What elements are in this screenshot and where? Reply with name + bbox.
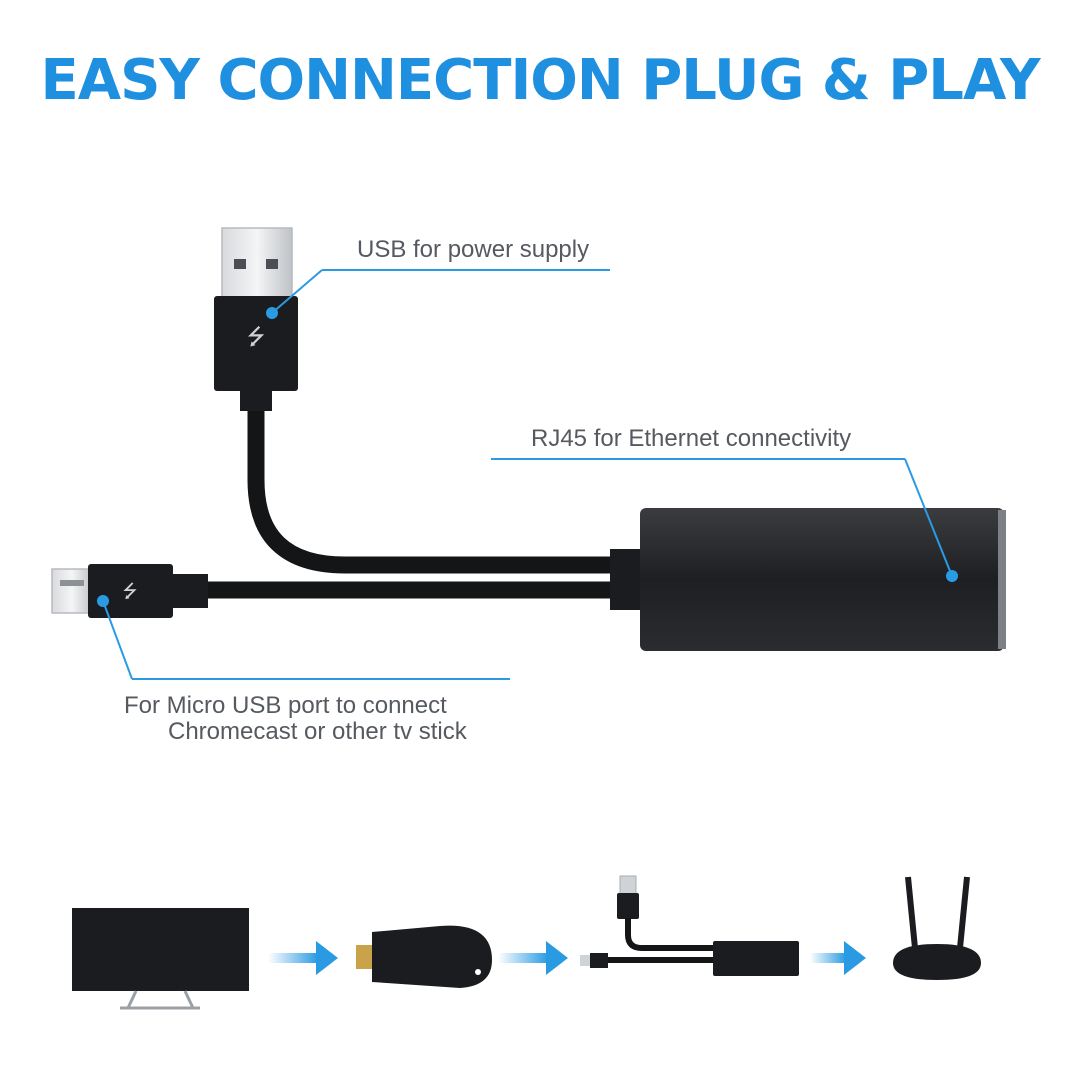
svg-text:⭍: ⭍ <box>123 581 138 602</box>
page-title: EASY CONNECTION PLUG & PLAY <box>40 48 1040 113</box>
rj45-label: RJ45 for Ethernet connectivity <box>531 425 852 452</box>
arrow-icon <box>810 941 866 975</box>
router-icon <box>893 876 981 980</box>
usb-a-connector: ⭍ <box>214 227 298 411</box>
usb-cable <box>247 400 640 574</box>
arrow-icon <box>498 941 568 975</box>
tv-icon <box>72 908 249 1010</box>
micro-usb-connector: ⭍ <box>51 564 208 618</box>
callout-micro-line <box>97 595 510 680</box>
micro-usb-label-line2: Chromecast or other tv stick <box>168 718 467 745</box>
tv-stick-dongle-icon <box>356 925 492 988</box>
rj45-adapter <box>610 508 1006 651</box>
arrow-icon <box>268 941 338 975</box>
micro-usb-label-line1: For Micro USB port to connect <box>124 692 447 719</box>
ethernet-adapter-icon <box>580 875 799 976</box>
usb-power-label: USB for power supply <box>357 236 590 263</box>
callout-rj45-line <box>491 458 958 582</box>
svg-text:⭍: ⭍ <box>247 325 265 350</box>
callout-usb-line <box>266 269 610 319</box>
micro-usb-label: For Micro USB port to connect Chromecast… <box>124 693 467 745</box>
